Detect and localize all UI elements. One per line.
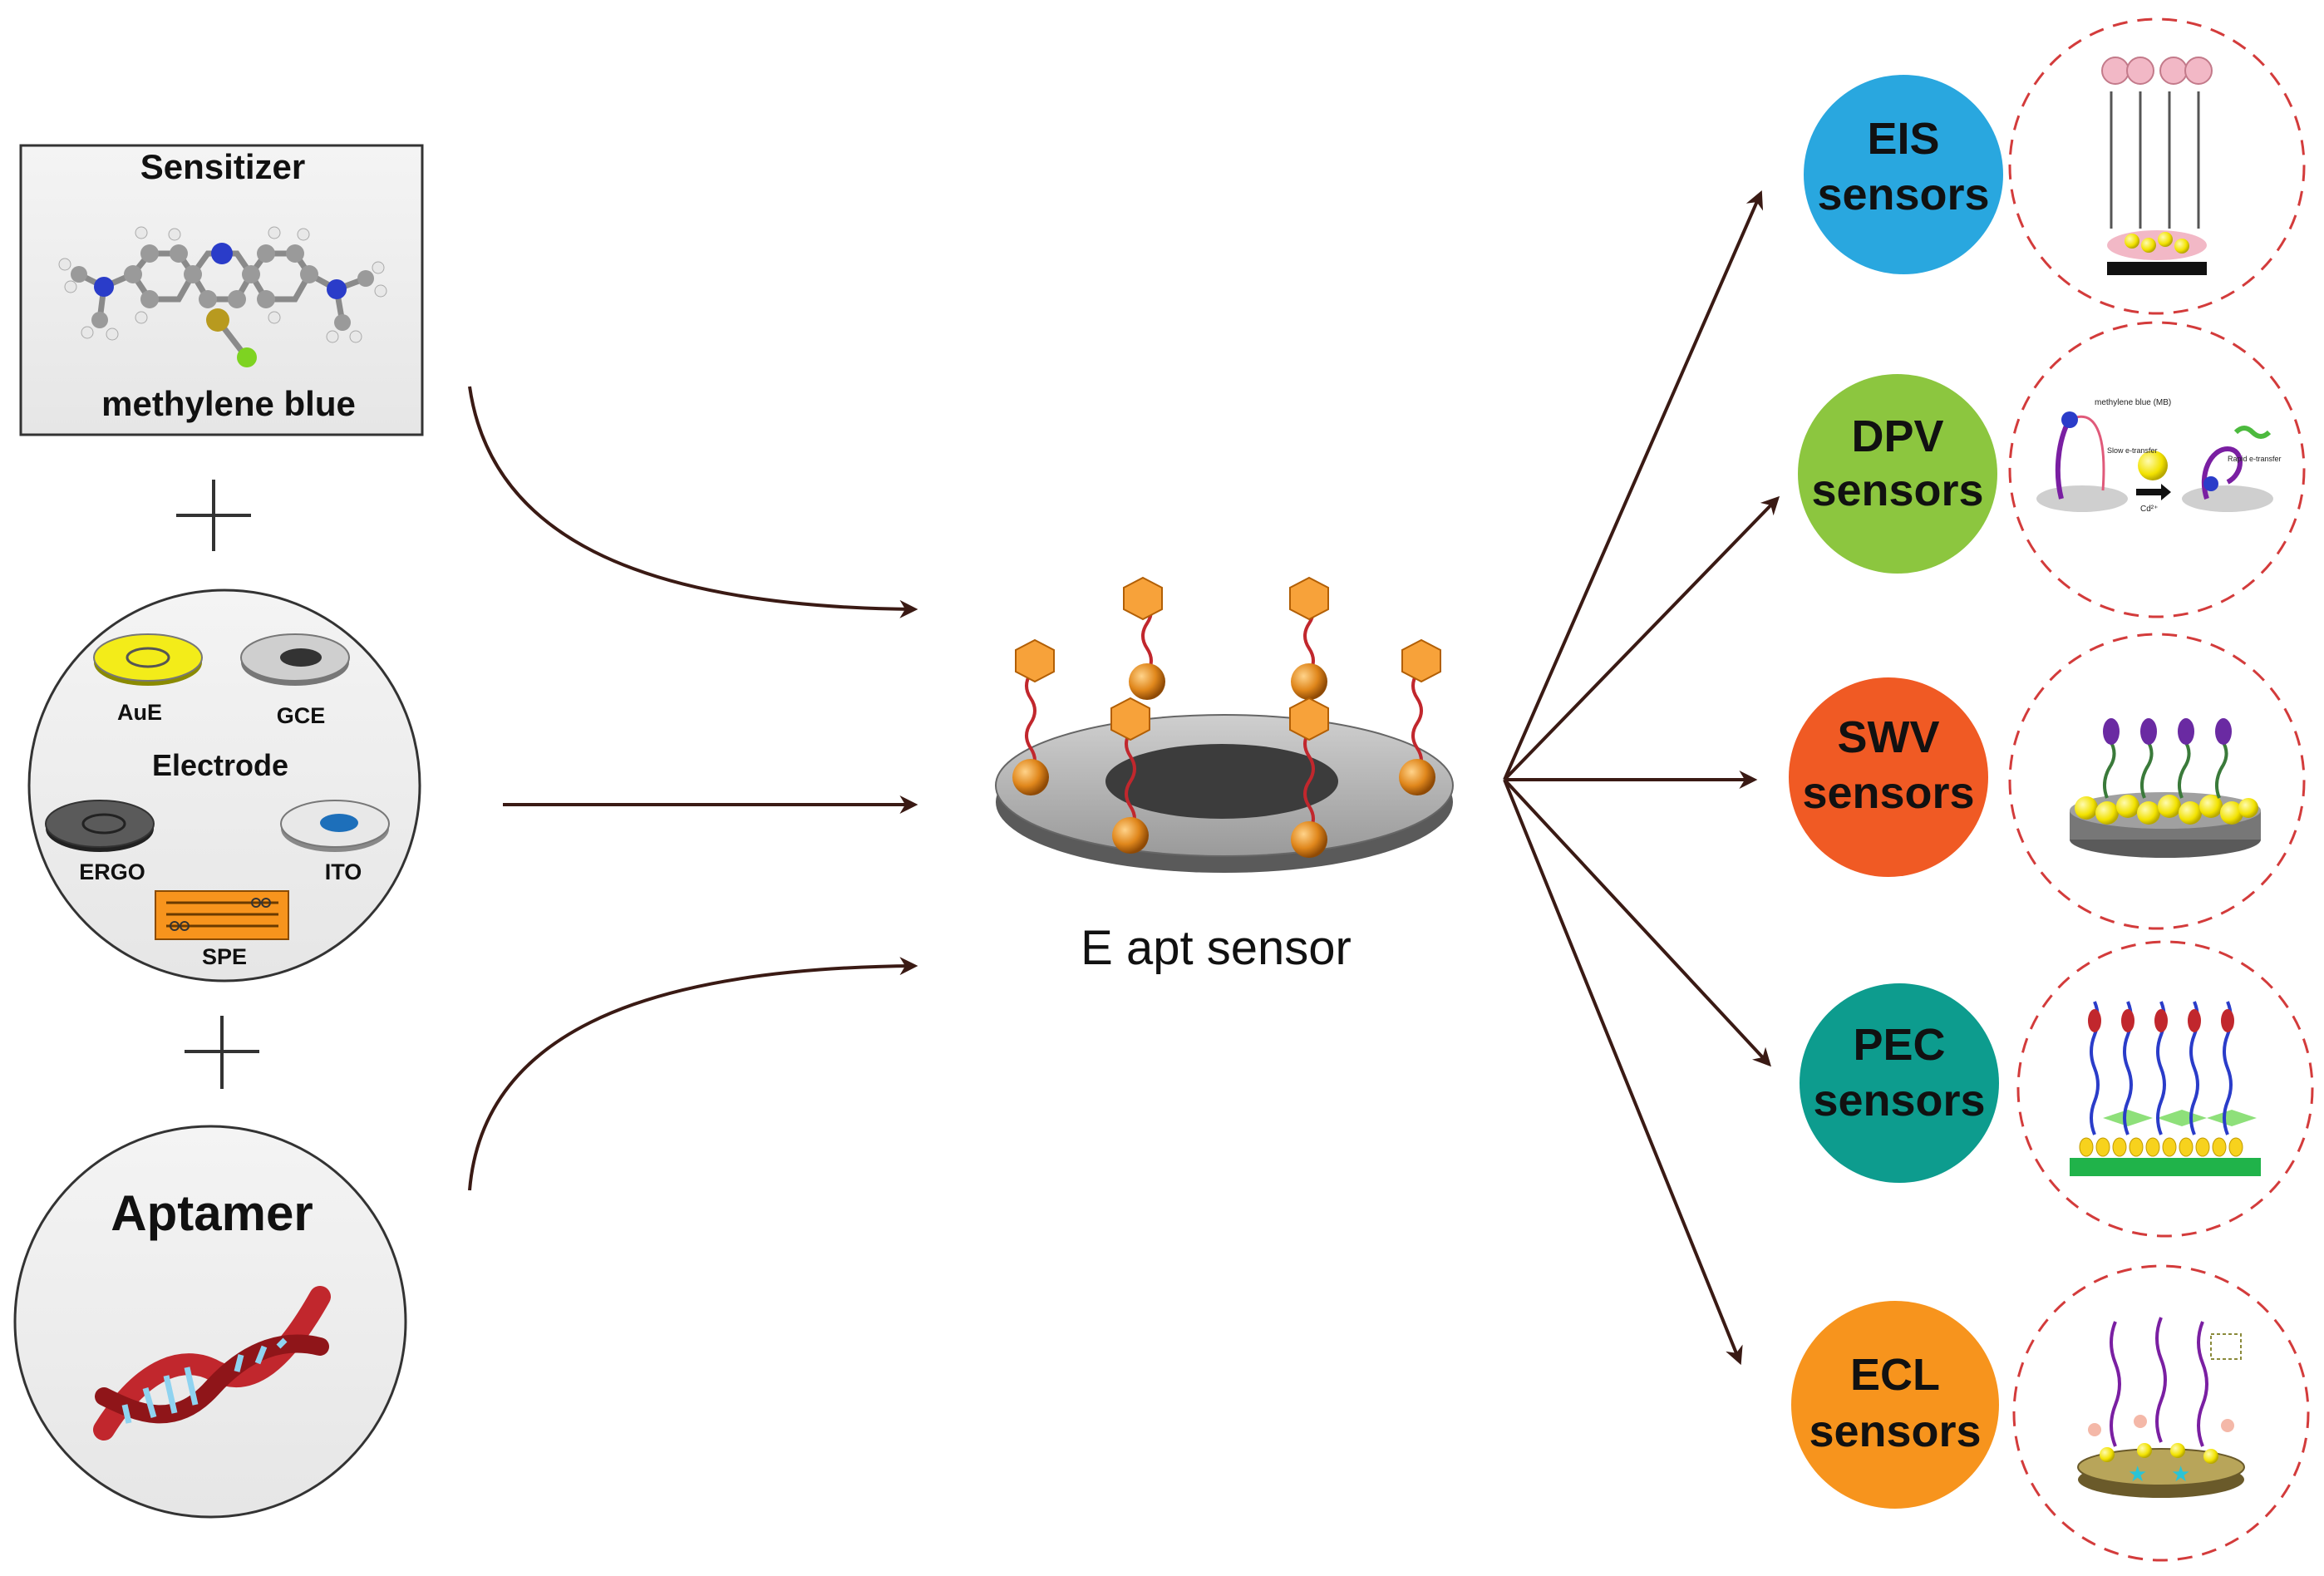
electrode-label-ito: ITO <box>325 859 362 884</box>
arrow-sensitizer-to-sensor <box>468 386 918 618</box>
sensitizer-panel: Sensitizer <box>19 144 424 436</box>
swv-inset-illustration <box>2070 718 2261 858</box>
svg-text:★: ★ <box>2128 1462 2147 1487</box>
ecl-inset-illustration: ★ ★ <box>2077 1317 2245 1498</box>
dpv-badge-line2: sensors <box>1811 465 1983 515</box>
sensitizer-name: methylene blue <box>101 384 356 423</box>
electrode-label-gce: GCE <box>277 703 326 728</box>
electrode-label-spe: SPE <box>202 944 247 969</box>
svg-text:★: ★ <box>2171 1462 2190 1487</box>
swv-badge-line1: SWV <box>1837 712 1939 762</box>
arrow-aptamer-to-sensor <box>468 957 918 1191</box>
pec-badge-line1: PEC <box>1853 1020 1945 1070</box>
eis-badge-line2: sensors <box>1817 170 1989 219</box>
pec-badge-line2: sensors <box>1813 1076 1985 1125</box>
output-arrows <box>1503 190 1780 1366</box>
target-hexagons <box>1015 576 1441 741</box>
dpv-slow-label: Slow e-transfer <box>2107 446 2158 455</box>
arrow-to-dpv <box>1503 495 1780 781</box>
eis-badge-line1: EIS <box>1867 114 1939 164</box>
sensor-badge-ecl: ECL sensors <box>1791 1301 1999 1509</box>
eis-badge-circle <box>1804 75 2003 274</box>
gce-electrode-icon <box>240 633 350 686</box>
sensitizer-title: Sensitizer <box>140 147 305 186</box>
pec-inset-illustration <box>2070 1001 2261 1176</box>
sensor-badge-swv: SWV sensors <box>1789 677 1988 877</box>
sensor-badge-pec: PEC sensors <box>1800 983 1999 1183</box>
aptamer-panel: Aptamer <box>13 1125 407 1519</box>
apt-sensor-illustration: E apt sensor <box>995 576 1454 975</box>
dpv-rapid-label: Rapid e-transfer <box>2228 455 2282 463</box>
ecl-badge-line1: ECL <box>1850 1350 1940 1400</box>
dpv-mb-label: methylene blue (MB) <box>2095 398 2171 407</box>
eis-inset-illustration <box>2101 57 2213 275</box>
arrow-to-eis <box>1503 190 1764 781</box>
gold-nanoparticles <box>1012 663 1435 858</box>
sensor-badge-eis: EIS sensors <box>1804 75 2003 274</box>
dna-helix-icon <box>93 1286 331 1441</box>
pec-badge-circle <box>1800 983 1999 1183</box>
center-label: E apt sensor <box>1081 921 1352 975</box>
ergo-electrode-icon <box>45 800 155 852</box>
swv-badge-circle <box>1789 677 1988 877</box>
sensor-badge-dpv: DPV sensors <box>1798 374 1997 574</box>
ecl-badge-circle <box>1791 1301 1999 1509</box>
electrode-label-ergo: ERGO <box>79 859 145 884</box>
spe-electrode-icon <box>155 890 289 940</box>
dpv-ion-label: Cd²⁺ <box>2140 505 2158 514</box>
dpv-inset-illustration: methylene blue (MB) Slow e-transfer Rapi… <box>2036 398 2282 514</box>
arrow-to-pec <box>1503 778 1771 1067</box>
electrode-title: Electrode <box>152 748 288 782</box>
plus-sign-2 <box>185 1016 259 1089</box>
electrode-label-aue: AuE <box>117 700 162 725</box>
ito-electrode-icon <box>280 800 390 852</box>
aue-electrode-icon <box>93 633 203 686</box>
electrode-panel: AuE GCE Electrode ERGO ITO <box>27 589 421 983</box>
dpv-badge-circle <box>1798 374 1997 574</box>
plus-sign-1 <box>176 480 251 551</box>
ecl-badge-line2: sensors <box>1809 1406 1981 1456</box>
arrow-to-ecl <box>1503 779 1743 1366</box>
molecule-atoms <box>58 226 387 367</box>
swv-badge-line2: sensors <box>1802 768 1974 818</box>
aptamer-title: Aptamer <box>111 1185 313 1241</box>
input-arrows <box>468 386 918 1191</box>
dpv-badge-line1: DPV <box>1851 411 1943 461</box>
